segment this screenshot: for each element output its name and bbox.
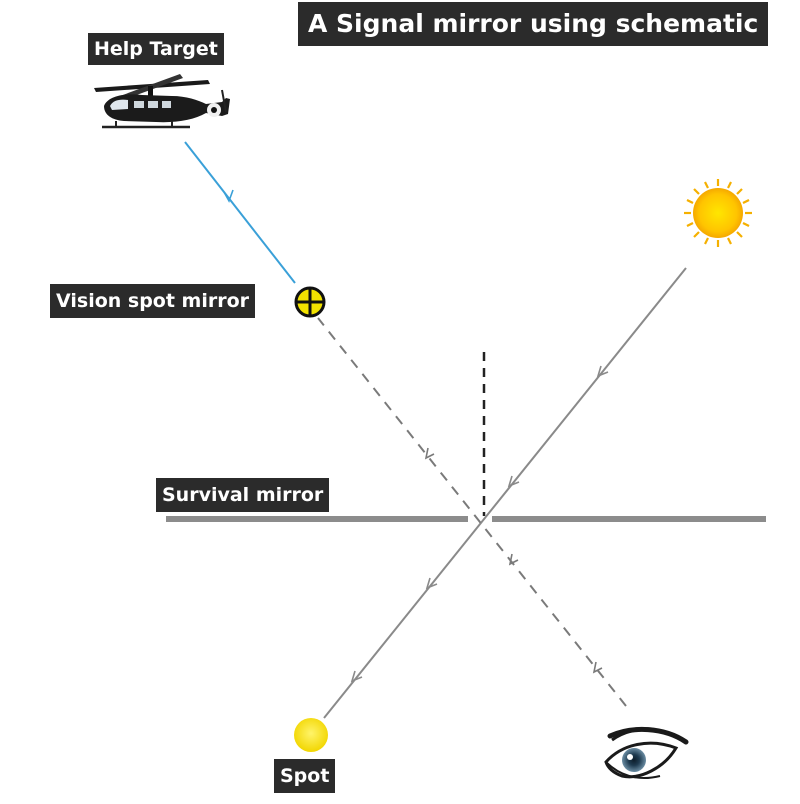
sun-ray-line bbox=[323, 267, 687, 719]
sun-icon bbox=[684, 179, 752, 247]
crosshair-icon bbox=[294, 286, 326, 318]
mirror-right-segment bbox=[492, 516, 766, 522]
signal-ray-arrow bbox=[223, 189, 234, 203]
diagram-title: A Signal mirror using schematic bbox=[298, 2, 769, 46]
vision-spot-mirror-label: Vision spot mirror bbox=[50, 284, 256, 318]
spot-label: Spot bbox=[274, 759, 336, 793]
sight-line bbox=[317, 317, 627, 707]
help-target-label: Help Target bbox=[88, 33, 224, 65]
sight-line-arrows bbox=[424, 447, 603, 674]
helicopter-icon bbox=[94, 74, 230, 129]
survival-mirror bbox=[166, 516, 766, 522]
survival-mirror-label: Survival mirror bbox=[156, 478, 330, 512]
eye-icon bbox=[604, 726, 689, 780]
signal-ray-line bbox=[184, 141, 296, 284]
spot-icon bbox=[294, 718, 328, 752]
mirror-left-segment bbox=[166, 516, 468, 522]
sun-ray-arrows bbox=[350, 365, 609, 683]
